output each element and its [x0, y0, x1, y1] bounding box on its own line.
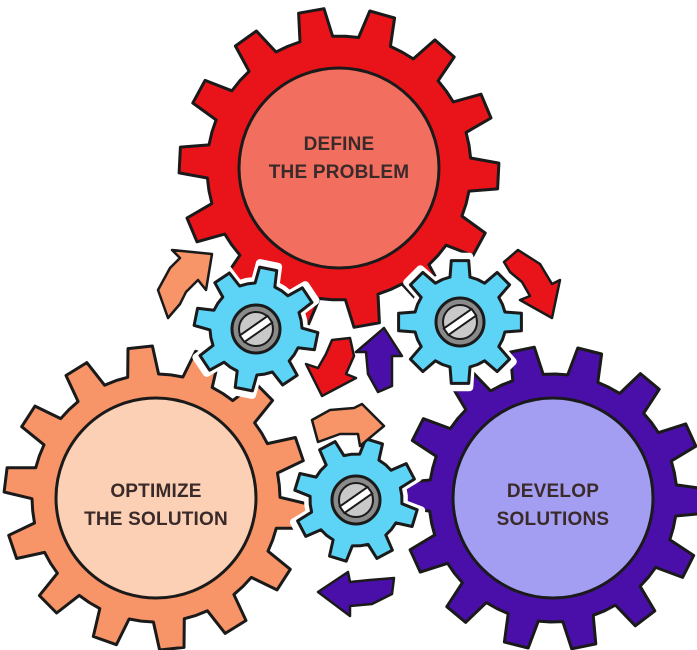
develop-solutions-label: DEVELOP SOLUTIONS	[453, 478, 653, 534]
define-gear-hub	[237, 66, 441, 270]
develop-gear-hub	[451, 396, 655, 600]
define-gear	[177, 7, 501, 329]
screw-slot	[442, 307, 478, 337]
optimize-gear-hub	[54, 396, 258, 600]
red-arrow-upper	[502, 248, 562, 320]
optimize-gear	[2, 344, 310, 650]
orange-arrow-middle	[310, 402, 386, 448]
purple-arrow-center	[354, 326, 404, 394]
small-gear-right	[390, 252, 530, 392]
optimize-line-1: OPTIMIZE	[110, 481, 202, 502]
optimize-line-2: THE SOLUTION	[84, 509, 228, 530]
develop-line-2: SOLUTIONS	[496, 509, 610, 530]
orange-arrow-upper	[156, 248, 214, 320]
define-line-1: DEFINE	[303, 134, 375, 155]
small-gear-left	[186, 259, 326, 399]
screw-slot	[338, 485, 374, 515]
screw-slot	[238, 314, 274, 344]
develop-gear	[399, 345, 697, 650]
small-gear-bottom	[286, 430, 426, 570]
define-problem-label: DEFINE THE PROBLEM	[239, 131, 439, 187]
define-line-2: THE PROBLEM	[268, 162, 410, 183]
optimize-solution-label: OPTIMIZE THE SOLUTION	[56, 478, 256, 534]
develop-line-1: DEVELOP	[506, 481, 600, 502]
purple-arrow-lower	[316, 570, 396, 618]
red-arrow-center	[304, 336, 358, 398]
